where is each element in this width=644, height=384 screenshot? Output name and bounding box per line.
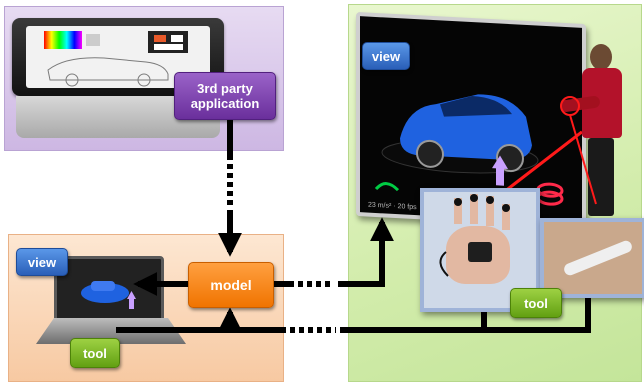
user-legs	[588, 138, 614, 216]
tabletop-screen-content	[44, 31, 188, 87]
view-label-laptop: view	[16, 248, 68, 276]
tool-label-laptop: tool	[70, 338, 120, 368]
glove-sensor-box	[468, 242, 492, 262]
large-display-content	[374, 94, 583, 212]
laptop-screen-content	[81, 281, 136, 309]
arrow-up-icon	[496, 165, 504, 186]
user-head	[590, 44, 612, 70]
large-display: 23 m/s² · 20 fps	[356, 11, 586, 229]
car-blueprint	[47, 57, 169, 81]
tracking-markers	[560, 96, 597, 205]
glove-markers	[439, 194, 510, 277]
laptop-screen	[54, 256, 164, 324]
green-arrow-icon	[374, 182, 400, 192]
tabletop-frame	[12, 18, 224, 96]
third-party-application-label: 3rd party application	[174, 72, 276, 120]
tabletop-display-icon	[12, 18, 224, 140]
user-figure-icon	[559, 44, 630, 220]
color-palette	[44, 31, 82, 49]
view-label-large-display: view	[362, 42, 410, 70]
tool-label-glove: tool	[510, 288, 562, 318]
pen-body	[562, 238, 634, 278]
tracked-pen-icon	[540, 218, 644, 298]
model-label: model	[188, 262, 274, 308]
laptop-icon	[36, 256, 186, 356]
